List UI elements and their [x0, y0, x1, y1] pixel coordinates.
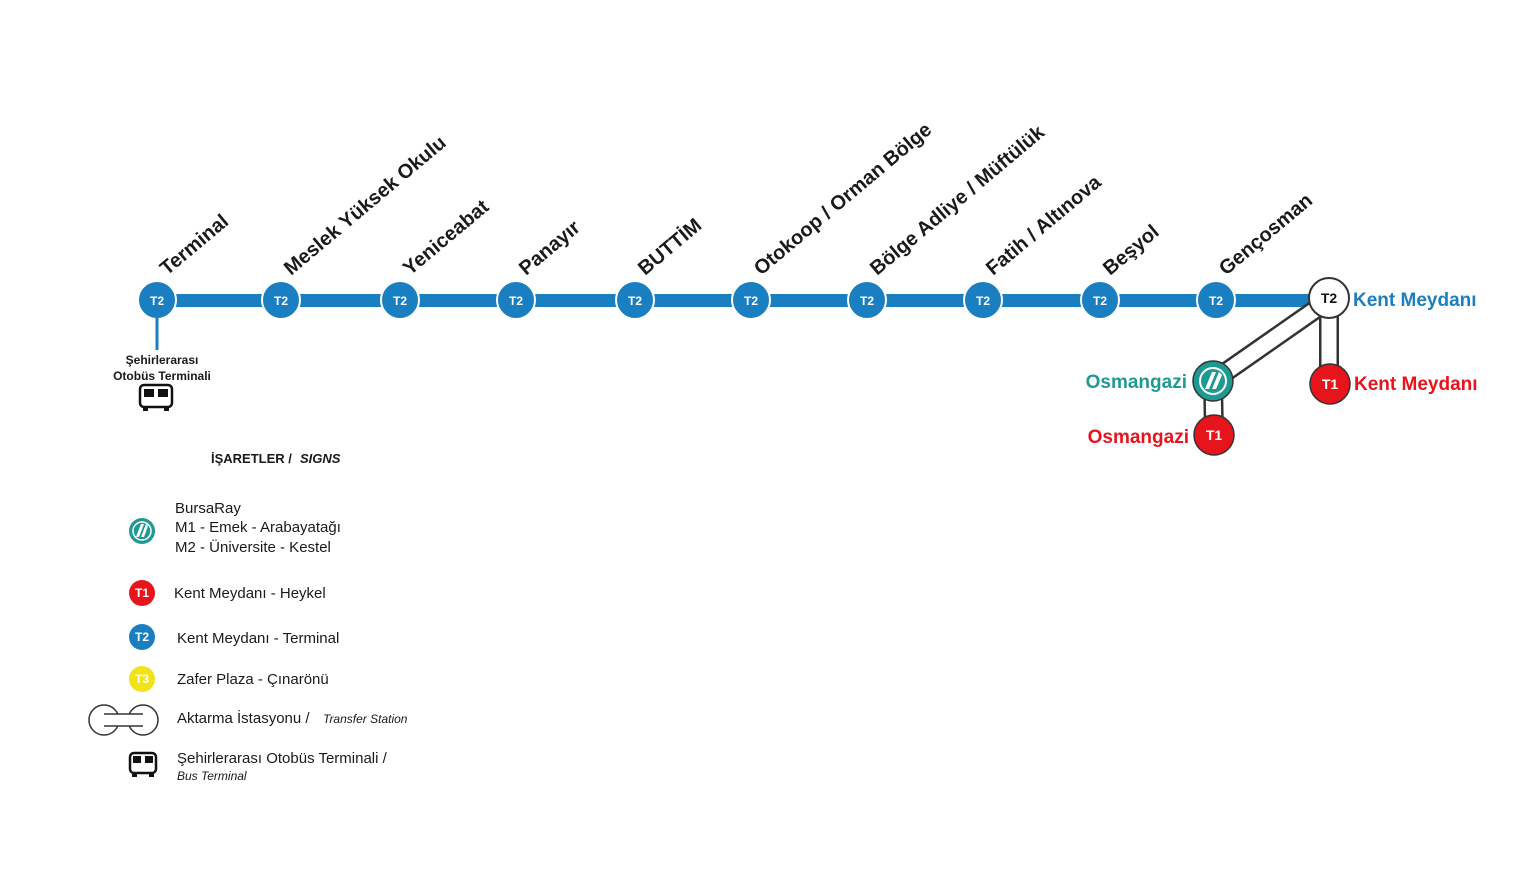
station-badge: T2 — [860, 294, 874, 308]
station-marker — [963, 280, 1003, 320]
station-badge: T2 — [1209, 294, 1223, 308]
station-marker — [847, 280, 887, 320]
station-label: Beşyol — [1099, 221, 1163, 280]
station-label: Fatih / Altınova — [982, 171, 1106, 280]
station-osmangazi-t1[interactable]: T1 — [1193, 414, 1235, 456]
station-list: T2TerminalT2Meslek Yüksek OkuluT2Yenicea… — [137, 119, 1317, 320]
station-badge: T2 — [744, 294, 758, 308]
station-badge: T2 — [393, 294, 407, 308]
station-marker — [496, 280, 536, 320]
station-badge: T2 — [509, 294, 523, 308]
legend: İŞARETLER / SIGNS BursaRay M1 - Emek - A… — [88, 451, 408, 783]
legend-bursaray-line1: BursaRay — [175, 500, 241, 517]
station-label: BUTTİM — [633, 214, 706, 280]
osmangazi-t1-label: Osmangazi — [1088, 427, 1189, 448]
legend-bus-text: Şehirlerarası Otobüs Terminali / — [177, 750, 388, 767]
station-badge: T2 — [628, 294, 642, 308]
legend-transfer-text-en: Transfer Station — [323, 712, 408, 726]
station-osmangazi-bursaray[interactable] — [1192, 360, 1234, 402]
kent-meydani-t1-label: Kent Meydanı — [1354, 374, 1478, 395]
station-marker — [1196, 280, 1236, 320]
kent-meydani-t1-badge: T1 — [1322, 376, 1339, 392]
bus-icon — [138, 383, 174, 411]
legend-t1-text: Kent Meydanı - Heykel — [174, 585, 326, 602]
station-label: Terminal — [156, 210, 233, 279]
station-marker — [615, 280, 655, 320]
bursaray-icon — [1199, 367, 1227, 395]
legend-t1-badge: T1 — [135, 586, 149, 600]
legend-t2-badge-circle — [129, 624, 155, 650]
station-badge: T2 — [976, 294, 990, 308]
station-label: Gençosman — [1215, 189, 1317, 279]
legend-bursaray-line3: M2 - Üniversite - Kestel — [175, 538, 331, 556]
station-kent-meydani-t2[interactable]: T2 — [1308, 277, 1350, 319]
legend-bursaray-icon — [129, 518, 155, 544]
legend-t3-badge-circle — [129, 666, 155, 692]
legend-t3-text: Zafer Plaza - Çınarönü — [177, 671, 329, 688]
terminal-note-line2: Otobüs Terminali — [113, 369, 211, 383]
legend-t2-badge: T2 — [135, 630, 149, 644]
station-label: Yeniceabat — [399, 196, 493, 280]
station-marker — [731, 280, 771, 320]
legend-bus-icon — [128, 751, 158, 777]
station-marker — [380, 280, 420, 320]
osmangazi-t1-badge: T1 — [1206, 427, 1223, 443]
osmangazi-bursaray-label: Osmangazi — [1086, 372, 1187, 393]
terminal-note-line1: Şehirlerarası — [126, 353, 199, 367]
station-marker — [261, 280, 301, 320]
legend-title: İŞARETLER / — [211, 451, 292, 466]
legend-t1-badge-circle — [129, 580, 155, 606]
station-kent-meydani-t1[interactable]: T1 — [1309, 363, 1351, 405]
station-label: Panayır — [515, 216, 585, 279]
kent-meydani-t2-label: Kent Meydanı — [1353, 290, 1477, 311]
station-badge: T2 — [274, 294, 288, 308]
station-badge: T2 — [1093, 294, 1107, 308]
kent-meydani-t2-badge: T2 — [1321, 290, 1338, 306]
transfer-station-icon — [88, 704, 159, 736]
transfer-connector-osmangazi — [1203, 290, 1339, 391]
legend-bus-text-en: Bus Terminal — [177, 769, 247, 783]
legend-title-en: SIGNS — [300, 451, 341, 466]
legend-bursaray-line2: M1 - Emek - Arabayatağı — [175, 519, 341, 536]
legend-t2-text: Kent Meydanı - Terminal — [177, 630, 339, 647]
legend-t3-badge: T3 — [135, 672, 149, 686]
legend-transfer-text: Aktarma İstasyonu / — [177, 709, 310, 727]
station-marker — [1080, 280, 1120, 320]
